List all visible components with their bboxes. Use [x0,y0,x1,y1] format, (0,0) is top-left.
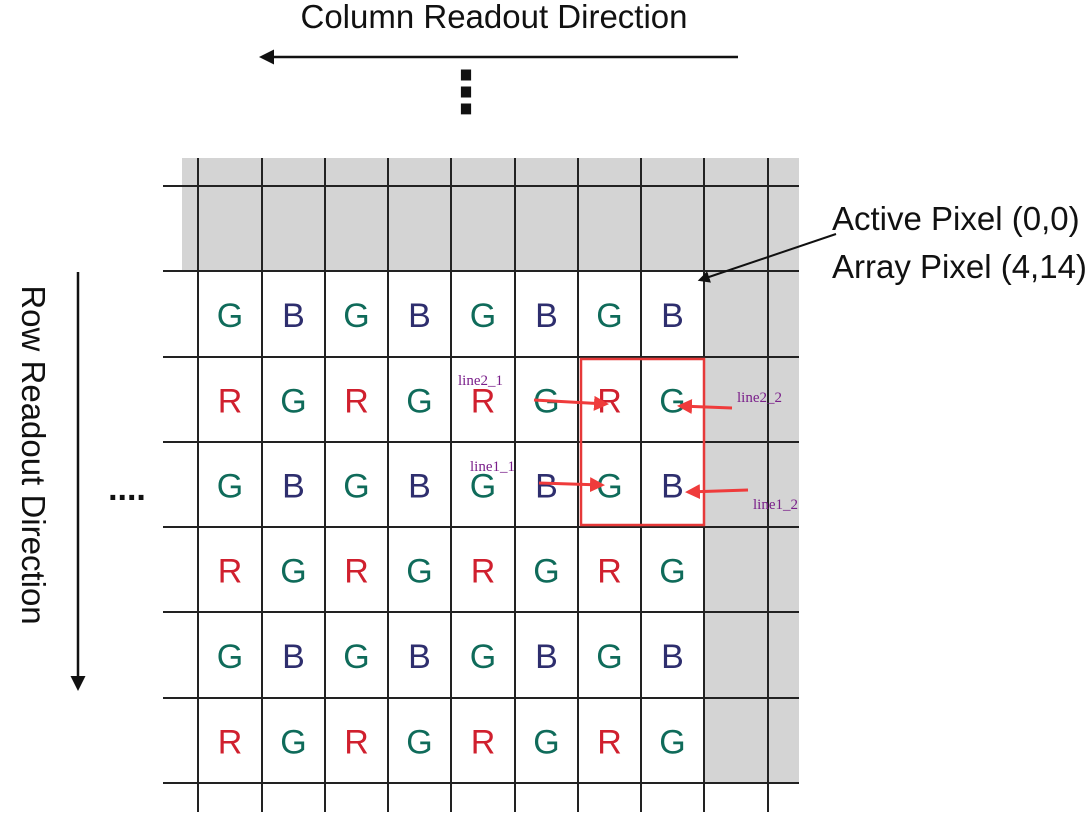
arrow-line2-1 [533,395,609,411]
pixel-cell-r3-c0: R [218,553,243,591]
pixel-cell-r4-c6: G [596,638,622,676]
pixel-cell-r2-c4: G [470,468,496,506]
pixel-cell-r5-c4: R [471,724,496,762]
arrow-line1-1 [538,477,605,493]
pixel-cell-r2-c3: B [408,468,431,506]
arrow-line2-2 [677,398,733,414]
pixel-cell-r1-c3: G [406,383,432,421]
pixel-cell-r0-c7: B [661,297,684,335]
pixel-cell-r4-c4: G [470,638,496,676]
highlight-box [579,357,706,527]
column-readout-label: Column Readout Direction [300,0,687,35]
pixel-cell-r1-c2: R [344,383,369,421]
active-pixel-label: Active Pixel (0,0) [832,200,1080,237]
vertical-ellipsis: ⋮ [437,60,495,125]
pixel-cell-r3-c1: G [280,553,306,591]
pixel-cell-r0-c5: B [535,297,558,335]
pixel-cell-r3-c7: G [659,553,685,591]
pixel-cell-r1-c4: R [471,383,496,421]
array-pixel-label: Array Pixel (4,14) [832,248,1087,285]
pixel-cell-r5-c5: G [533,724,559,762]
pixel-cell-r4-c5: B [535,638,558,676]
pixel-cell-r5-c1: G [280,724,306,762]
pixel-cell-r5-c6: R [597,724,622,762]
pixel-cell-r0-c6: G [596,297,622,335]
pixel-cell-r4-c2: G [343,638,369,676]
pixel-cell-r0-c1: B [282,297,305,335]
horizontal-ellipsis: .... [108,470,146,508]
pixel-cell-r1-c7: G [659,383,685,421]
pixel-cell-r2-c7: B [661,468,684,506]
label-line2-2: line2_2 [737,390,782,406]
pixel-cell-r1-c6: R [597,383,622,421]
label-line1-1: line1_1 [470,459,515,475]
pixel-cell-r3-c3: G [406,553,432,591]
pixel-cell-r0-c3: B [408,297,431,335]
pixel-cell-r4-c0: G [217,638,243,676]
pixel-cell-r2-c6: G [596,468,622,506]
pixel-cell-r4-c1: B [282,638,305,676]
pixel-cell-r2-c2: G [343,468,369,506]
pixel-cell-r3-c6: R [597,553,622,591]
pixel-cell-r2-c0: G [217,468,243,506]
pixel-cell-r3-c5: G [533,553,559,591]
pixel-cell-r0-c4: G [470,297,496,335]
label-line2-1: line2_1 [458,373,503,389]
row-readout-label: Row Readout Direction [15,285,52,624]
active-pixel-pointer [697,233,837,283]
pixel-cell-r4-c7: B [661,638,684,676]
pixel-cell-r3-c2: R [344,553,369,591]
pixel-cell-r3-c4: R [471,553,496,591]
callout-arrows [533,395,749,500]
pixel-cell-r4-c3: B [408,638,431,676]
label-line1-2: line1_2 [753,497,798,513]
arrow-line1-2 [685,484,749,500]
pixel-cell-r5-c7: G [659,724,685,762]
pixel-cell-r2-c1: B [282,468,305,506]
pixel-cell-r5-c3: G [406,724,432,762]
pixel-cell-r5-c2: R [344,724,369,762]
pixel-cell-r1-c1: G [280,383,306,421]
inactive-top-band [182,158,799,271]
pixel-cell-r1-c0: R [218,383,243,421]
pixel-cell-r0-c0: G [217,297,243,335]
pixel-cell-r0-c2: G [343,297,369,335]
pixel-cell-r5-c0: R [218,724,243,762]
pixel-cell-r2-c5: B [535,468,558,506]
